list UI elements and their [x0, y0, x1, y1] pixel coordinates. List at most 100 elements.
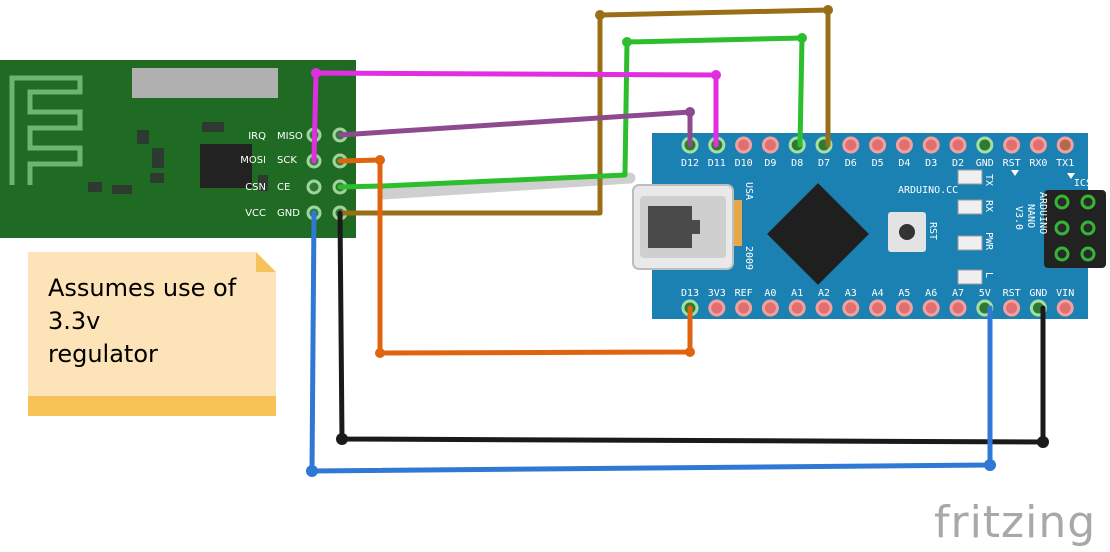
wire-bend: [984, 459, 996, 471]
top-pin[interactable]: [761, 136, 779, 154]
top-pin-label: D8: [791, 158, 803, 169]
bottom-pin[interactable]: [708, 299, 726, 317]
board-name-line2: NANO: [1025, 204, 1036, 228]
pin-label-ce: CE: [277, 182, 290, 193]
pin-label-sck: SCK: [277, 155, 297, 166]
smd-part: [258, 175, 268, 191]
bottom-pin-label: RST: [1003, 288, 1021, 299]
pin-label-csn: CSN: [245, 182, 266, 193]
wire-green-d8[interactable]: [337, 35, 805, 190]
top-pin[interactable]: [1029, 136, 1047, 154]
bottom-pin-label: D13: [681, 288, 699, 299]
arduino-nano: ICSP 1 USA 2009 ARDUINO.CC RST TX RX PWR…: [632, 133, 1106, 319]
sticky-note: Assumes use of 3.3v regulator: [28, 252, 276, 416]
radio-module-label-area: [132, 68, 278, 98]
wire-purple-d12[interactable]: [337, 109, 693, 148]
wire-shadow: [377, 172, 636, 200]
reset-button-cap[interactable]: [899, 224, 915, 240]
bottom-pin[interactable]: [1056, 299, 1074, 317]
note-bottom-bar: [28, 396, 276, 416]
top-pin-label: GND: [976, 158, 994, 169]
bottom-pin[interactable]: [842, 299, 860, 317]
antenna-trace: [9, 75, 83, 185]
top-pin[interactable]: [976, 136, 994, 154]
bottom-pin[interactable]: [922, 299, 940, 317]
top-pin[interactable]: [1003, 136, 1021, 154]
wire-bend: [823, 5, 833, 15]
top-pin[interactable]: [922, 136, 940, 154]
top-pin[interactable]: [869, 136, 887, 154]
pin-label-irq: IRQ: [248, 131, 266, 142]
board-name-line1: ARDUINO: [1037, 192, 1048, 234]
top-pin-label: D11: [708, 158, 726, 169]
bottom-pin-label: A4: [872, 288, 884, 299]
icsp-pin: [1054, 246, 1070, 262]
top-pin-label: D10: [735, 158, 753, 169]
note-line: 3.3v: [48, 307, 101, 335]
bottom-pin-label: A2: [818, 288, 830, 299]
bottom-pin-label: VIN: [1056, 288, 1074, 299]
top-pin-label: D4: [898, 158, 910, 169]
bottom-pin[interactable]: [788, 299, 806, 317]
wire-magenta-d11[interactable]: [311, 70, 719, 164]
year-label: 2009: [743, 246, 754, 270]
bottom-pin-label: REF: [735, 288, 753, 299]
led-rx: [957, 199, 983, 215]
top-pin[interactable]: [895, 136, 913, 154]
led-l: [957, 269, 983, 285]
wire-bend: [311, 68, 321, 78]
icsp-pin: [1054, 194, 1070, 210]
icsp-pin1-label: 1: [1092, 272, 1098, 283]
pin-label-vcc: VCC: [245, 208, 266, 219]
bottom-pin-label: A3: [845, 288, 857, 299]
note-line: regulator: [48, 340, 158, 368]
icsp-header: [1044, 190, 1106, 268]
bottom-pin[interactable]: [949, 299, 967, 317]
bottom-pin-label: A7: [952, 288, 964, 299]
top-pin[interactable]: [949, 136, 967, 154]
icsp-pin: [1054, 220, 1070, 236]
bottom-pin[interactable]: [1003, 299, 1021, 317]
icsp-pin: [1080, 220, 1096, 236]
top-pin-label: D12: [681, 158, 699, 169]
radio-chip: [200, 144, 252, 188]
led-l-label: L: [983, 272, 994, 278]
wire-blue-5v[interactable]: [309, 210, 993, 474]
bottom-pin[interactable]: [895, 299, 913, 317]
pin-label-mosi: MOSI: [240, 155, 266, 166]
smd-part: [202, 122, 224, 132]
led-pwr: [957, 235, 983, 251]
led-tx: [957, 169, 983, 185]
wire-bend: [711, 70, 721, 80]
icsp-pins: [1054, 194, 1096, 262]
bottom-pin-label: GND: [1029, 288, 1047, 299]
top-pin-label: D9: [764, 158, 776, 169]
rst-button-label: RST: [927, 222, 938, 240]
bottom-pin-label: 5V: [979, 288, 991, 299]
wire-bend: [622, 37, 632, 47]
wire-brown-d7[interactable]: [337, 7, 831, 216]
bottom-pin[interactable]: [735, 299, 753, 317]
bottom-pin[interactable]: [761, 299, 779, 317]
smd-part: [152, 148, 164, 168]
radio-pin[interactable]: [306, 179, 322, 195]
top-pin-label: RX0: [1029, 158, 1047, 169]
bottom-pin[interactable]: [815, 299, 833, 317]
usa-label: USA: [743, 182, 754, 200]
site-label: ARDUINO.CC: [898, 185, 958, 196]
bottom-pin[interactable]: [869, 299, 887, 317]
top-pin[interactable]: [1056, 136, 1074, 154]
top-pin[interactable]: [735, 136, 753, 154]
top-pin-label: D3: [925, 158, 937, 169]
usb-pins: [734, 200, 742, 246]
wire-bend: [685, 107, 695, 117]
wire-bend: [595, 10, 605, 20]
top-pin[interactable]: [842, 136, 860, 154]
top-pin-label: D6: [845, 158, 857, 169]
wire-endpoints: [306, 5, 1049, 477]
fritzing-logo: fritzing: [934, 497, 1097, 548]
pin-label-gnd: GND: [277, 208, 300, 219]
wire-black-gnd[interactable]: [337, 210, 1046, 445]
smd-part: [88, 182, 102, 192]
